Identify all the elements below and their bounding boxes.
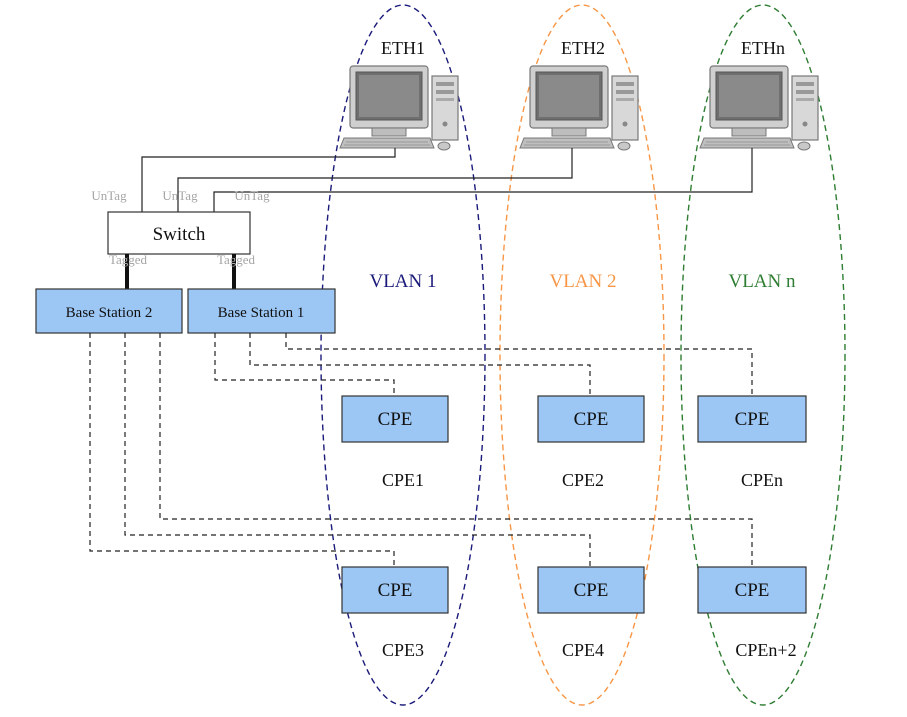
cpe-box-n2-label: CPE bbox=[735, 580, 770, 601]
untag-label-3: UnTag bbox=[234, 188, 270, 203]
vlan2-label: VLAN 2 bbox=[549, 271, 616, 292]
untag-label-2: UnTag bbox=[162, 188, 198, 203]
link-switch-ethn bbox=[214, 148, 752, 213]
link-bs2-cpe4 bbox=[125, 333, 590, 567]
cpe-box-4-label: CPE bbox=[574, 580, 609, 601]
link-bs2-cpe3 bbox=[90, 333, 394, 567]
base-station-1-label: Base Station 1 bbox=[218, 305, 305, 321]
cpe1-name: CPE1 bbox=[382, 470, 424, 490]
cpe2-name: CPE2 bbox=[562, 470, 604, 490]
cpe-box-n-label: CPE bbox=[735, 409, 770, 430]
link-bs2-cpen2 bbox=[160, 333, 752, 567]
cpen2-name: CPEn+2 bbox=[735, 640, 796, 660]
cpe-box-3-label: CPE bbox=[378, 580, 413, 601]
ethn-label: ETHn bbox=[741, 38, 785, 58]
eth2-label: ETH2 bbox=[561, 38, 605, 58]
link-switch-eth1 bbox=[142, 148, 395, 213]
tagged-label-1: Tagged bbox=[109, 252, 148, 267]
cpe4-name: CPE4 bbox=[562, 640, 604, 660]
link-switch-eth2 bbox=[178, 148, 572, 213]
link-bs1-cpe2 bbox=[250, 333, 590, 396]
computer-eth2-icon bbox=[520, 66, 638, 150]
cpe-box-1-label: CPE bbox=[378, 409, 413, 430]
computer-eth1-icon bbox=[340, 66, 458, 150]
untag-label-1: UnTag bbox=[91, 188, 127, 203]
computer-ethn-icon bbox=[700, 66, 818, 150]
link-bs1-cpe1 bbox=[215, 333, 394, 396]
base-station-2-label: Base Station 2 bbox=[66, 305, 153, 321]
cpe3-name: CPE3 bbox=[382, 640, 424, 660]
eth1-label: ETH1 bbox=[381, 38, 425, 58]
vlan1-label: VLAN 1 bbox=[369, 271, 436, 292]
cpe-box-2-label: CPE bbox=[574, 409, 609, 430]
cpen-name: CPEn bbox=[741, 470, 783, 490]
vlann-label: VLAN n bbox=[728, 271, 796, 292]
tagged-label-2: Tagged bbox=[217, 252, 256, 267]
switch-label: Switch bbox=[153, 224, 206, 245]
